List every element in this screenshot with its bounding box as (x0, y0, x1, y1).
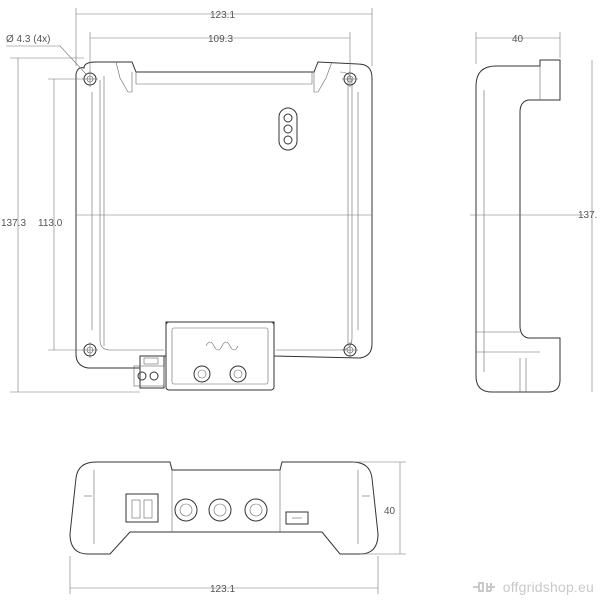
front-dimensions (6, 8, 373, 393)
hole-spacing-y-label: 113.0 (38, 218, 63, 229)
mounting-hole-bottom-left (82, 342, 98, 358)
watermark: offgridshop.eu (471, 579, 594, 595)
front-width-label: 123.1 (210, 10, 235, 21)
side-depth-label: 40 (512, 34, 524, 45)
terminal-block (133, 355, 165, 389)
brand-logo-icon (205, 341, 239, 351)
side-view (470, 32, 593, 393)
plug-icon (472, 582, 495, 592)
bottom-height-label: 40 (384, 506, 396, 517)
bottom-width-label: 123.1 (210, 584, 235, 595)
connector-box (165, 321, 275, 391)
watermark-text: offgridshop.eu (502, 579, 594, 595)
front-height-label: 137.3 (1, 218, 26, 229)
hole-spacing-x-label: 109.3 (208, 34, 233, 45)
led-indicator-panel (278, 107, 298, 151)
front-view (75, 61, 373, 391)
side-height-label: 137. (578, 210, 597, 221)
hole-diameter-label: Ø 4.3 (4x) (6, 34, 50, 45)
bottom-view (69, 461, 406, 594)
mounting-hole-bottom-right (342, 342, 358, 358)
